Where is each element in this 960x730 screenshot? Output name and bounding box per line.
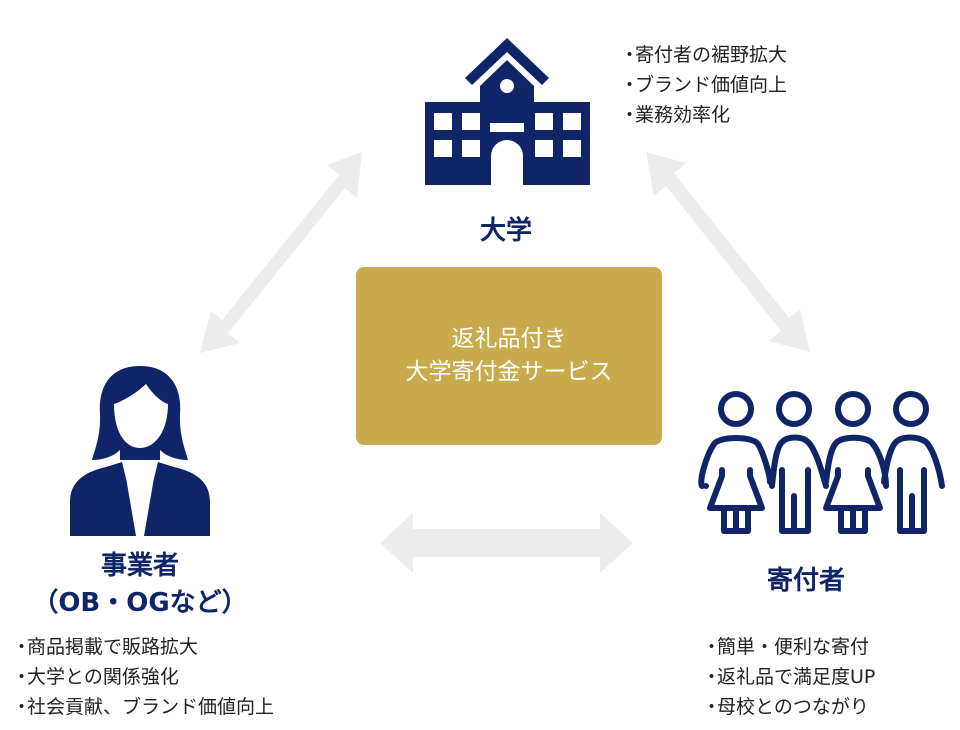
benefit-item: 母校とのつながり (708, 692, 875, 722)
benefit-item: 社会貢献、ブランド価値向上 (18, 692, 274, 722)
arrow-business-university (200, 152, 362, 353)
business-sublabel: （OB・OGなど） (32, 588, 248, 618)
arrow-business-donors (380, 513, 633, 573)
benefit-item: 大学との関係強化 (18, 662, 274, 692)
benefit-item: ブランド価値向上 (626, 70, 787, 100)
business-benefits: 商品掲載で販路拡大 大学との関係強化 社会貢献、ブランド価値向上 (18, 632, 274, 722)
benefit-item: 返礼品で満足度UP (708, 662, 875, 692)
benefit-item: 業務効率化 (626, 100, 787, 130)
benefit-item: 商品掲載で販路拡大 (18, 632, 274, 662)
service-title-line2: 大学寄付金サービス (405, 359, 613, 385)
university-benefits: 寄付者の裾野拡大 ブランド価値向上 業務効率化 (626, 40, 787, 130)
donors-label: 寄付者 (766, 566, 845, 596)
donors-benefits: 簡単・便利な寄付 返礼品で満足度UP 母校とのつながり (708, 632, 875, 722)
service-box: 返礼品付き 大学寄付金サービス (356, 267, 662, 445)
university-icon (425, 38, 590, 185)
donors-icon (698, 391, 945, 534)
service-title-line1: 返礼品付き (451, 326, 567, 352)
business-label: 事業者 (100, 551, 179, 581)
businessperson-icon (70, 366, 210, 536)
benefit-item: 寄付者の裾野拡大 (626, 40, 787, 70)
arrow-university-donors (646, 152, 810, 352)
benefit-item: 簡単・便利な寄付 (708, 632, 875, 662)
university-label: 大学 (479, 216, 532, 246)
